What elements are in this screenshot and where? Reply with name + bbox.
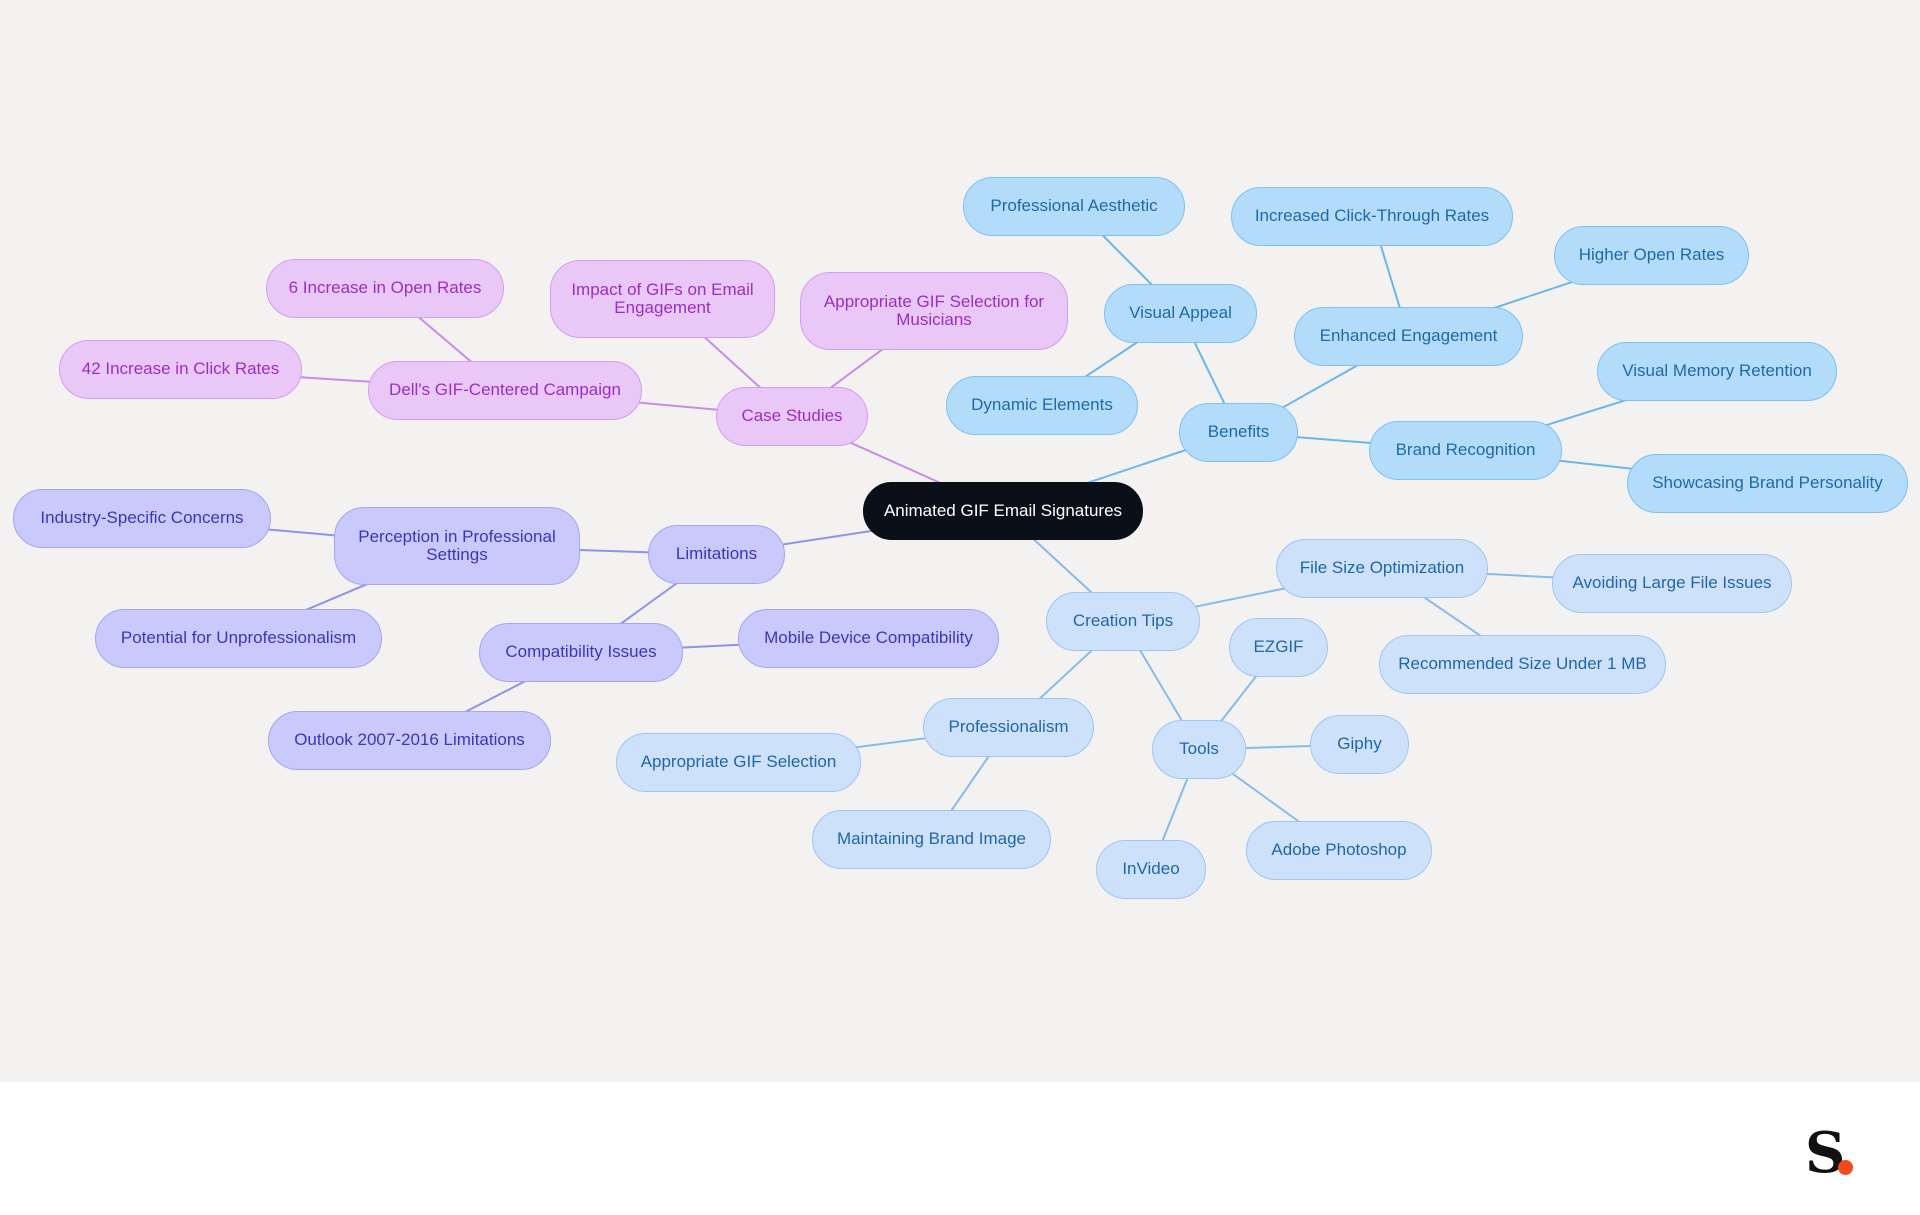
perception-professional-node: Perception in Professional Settings [334,507,580,585]
visual-memory-node: Visual Memory Retention [1597,342,1837,401]
dells-campaign-node: Dell's GIF-Centered Campaign [368,361,642,420]
limitations-node: Limitations [648,525,785,584]
outlook-limitations-node: Outlook 2007-2016 Limitations [268,711,551,770]
size-under-1mb-node: Recommended Size Under 1 MB [1379,635,1666,694]
click-rates-increase-node: 42 Increase in Click Rates [59,340,302,399]
benefits-node: Benefits [1179,403,1298,462]
logo-dot-icon [1838,1160,1853,1175]
large-file-issues-node: Avoiding Large File Issues [1552,554,1792,613]
compatibility-issues-node: Compatibility Issues [479,623,683,682]
industry-concerns-node: Industry-Specific Concerns [13,489,271,548]
click-through-rates-node: Increased Click-Through Rates [1231,187,1513,246]
enhanced-engagement-node: Enhanced Engagement [1294,307,1523,366]
professionalism-node: Professionalism [923,698,1094,757]
adobe-photoshop-node: Adobe Photoshop [1246,821,1432,880]
brand-image-node: Maintaining Brand Image [812,810,1051,869]
file-size-optimization-node: File Size Optimization [1276,539,1488,598]
mindmap-canvas: Animated GIF Email Signatures Case Studi… [0,0,1920,1082]
gif-selection-musicians-node: Appropriate GIF Selection for Musicians [800,272,1068,350]
impact-gifs-engagement-node: Impact of GIFs on Email Engagement [550,260,775,338]
brand-personality-node: Showcasing Brand Personality [1627,454,1908,513]
tools-node: Tools [1152,720,1246,779]
dynamic-elements-node: Dynamic Elements [946,376,1138,435]
appropriate-gif-selection-node: Appropriate GIF Selection [616,733,861,792]
higher-open-rates-node: Higher Open Rates [1554,226,1749,285]
open-rates-increase-node: 6 Increase in Open Rates [266,259,504,318]
ezgif-node: EZGIF [1229,618,1328,677]
unprofessionalism-node: Potential for Unprofessionalism [95,609,382,668]
visual-appeal-node: Visual Appeal [1104,284,1257,343]
giphy-node: Giphy [1310,715,1409,774]
root-node: Animated GIF Email Signatures [863,482,1143,540]
brand-recognition-node: Brand Recognition [1369,421,1562,480]
mobile-compatibility-node: Mobile Device Compatibility [738,609,999,668]
footer [0,1082,1920,1215]
professional-aesthetic-node: Professional Aesthetic [963,177,1185,236]
case-studies-node: Case Studies [716,387,868,446]
creation-tips-node: Creation Tips [1046,592,1200,651]
invideo-node: InVideo [1096,840,1206,899]
mindmap-edges [141,205,1768,870]
